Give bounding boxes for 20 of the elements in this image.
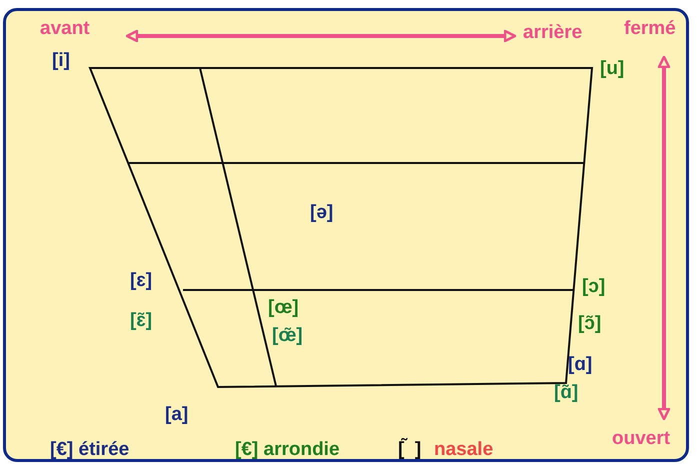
vowel-symbol: [ɔ] — [582, 276, 606, 298]
axis-label: avant — [40, 18, 90, 40]
vowel-symbol: [ɑ̃] — [554, 382, 578, 404]
vowel-symbol: [œ̃] — [272, 325, 303, 347]
vowel-symbol: [ɑ] — [568, 354, 592, 376]
vowel-symbol: [u] — [600, 58, 624, 80]
legend-text: nasale — [434, 439, 494, 461]
vowel-symbol: [a] — [165, 404, 188, 426]
vowel-symbol: [ɛ] — [130, 270, 152, 292]
axis-label: fermé — [624, 18, 676, 40]
axis-label: arrière — [523, 22, 582, 44]
legend-text: [€] arrondie — [235, 439, 340, 461]
legend-text: [€] étirée — [50, 439, 130, 461]
vowel-symbol: [ə] — [310, 202, 334, 224]
legend-symbol: [ ̃ ] — [398, 439, 422, 461]
vowel-symbol: [ɔ̃] — [578, 313, 602, 335]
axis-label: ouvert — [612, 428, 670, 450]
vowel-symbol: [i] — [52, 50, 70, 72]
vowel-symbol: [ɛ̃] — [130, 310, 152, 332]
vowel-symbol: [œ] — [268, 297, 299, 319]
